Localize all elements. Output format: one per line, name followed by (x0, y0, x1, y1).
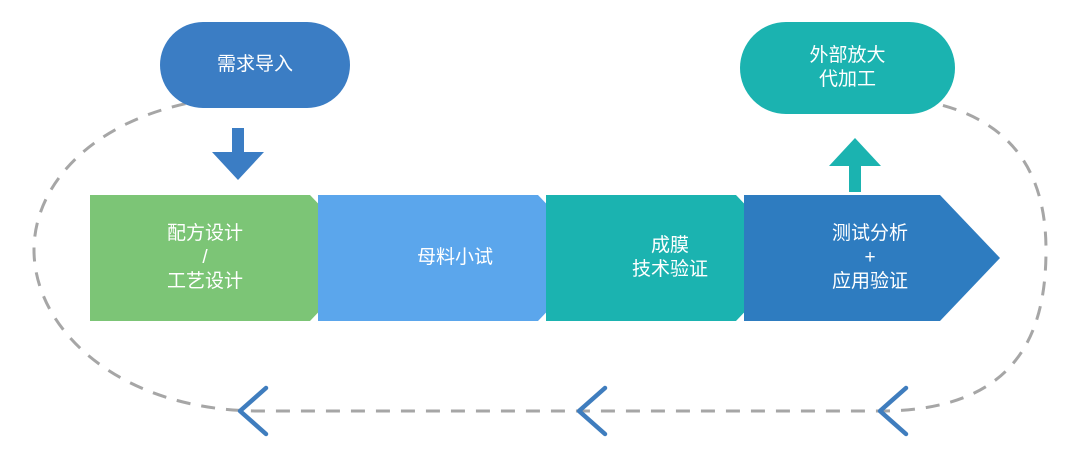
feedback-arrowhead-1 (237, 385, 269, 437)
stage-formulation-design[interactable] (90, 195, 370, 321)
stage-masterbatch-trial[interactable] (318, 195, 598, 321)
requirement-intake-node[interactable] (160, 22, 350, 108)
stage-test-application-validation[interactable] (744, 195, 1000, 321)
feedback-loop-path (32, 94, 1048, 413)
stage-film-forming-validation[interactable] (546, 195, 796, 321)
down-arrow-icon (212, 128, 264, 180)
feedback-arrowhead-2 (576, 385, 608, 437)
external-scaleup-node[interactable] (740, 22, 955, 114)
up-arrow-icon (829, 138, 881, 192)
feedback-arrowhead-3 (877, 385, 909, 437)
